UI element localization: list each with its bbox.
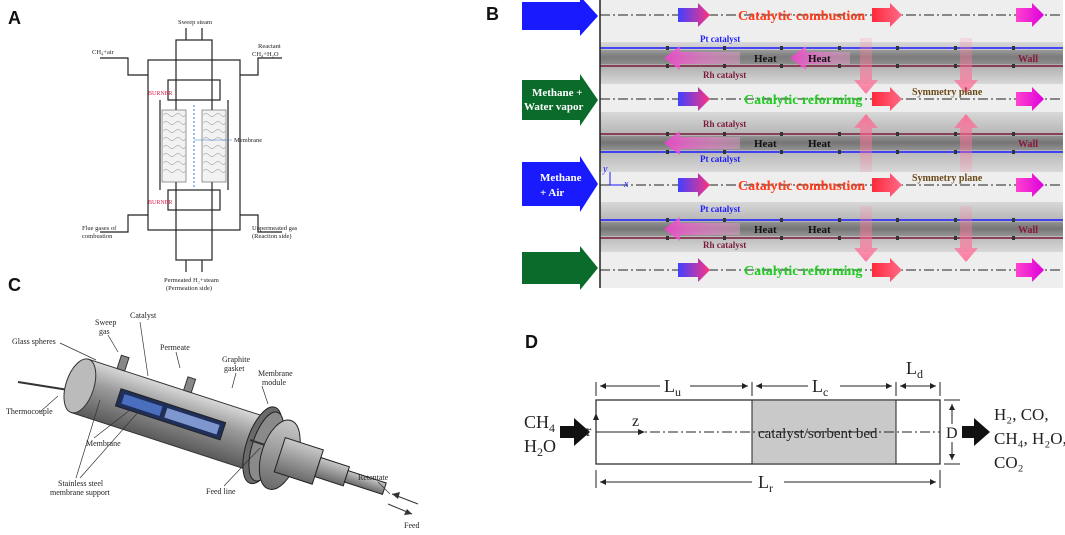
- b-catalytic-reforming-1: Catalytic reforming: [744, 93, 862, 108]
- c-sweep-2: gas: [99, 327, 110, 336]
- b-wall-2: Wall: [1018, 139, 1038, 150]
- c-feed-line: Feed line: [206, 487, 236, 496]
- panel-label-b: B: [486, 4, 499, 24]
- d-outlet-line1: H₂, CO,: [994, 405, 1049, 424]
- b-heat-5: Heat: [754, 224, 777, 236]
- d-lr-label: Lr: [758, 472, 773, 495]
- a-flue-label-2: combustion: [82, 233, 113, 240]
- b-catalytic-combustion-2: Catalytic combustion: [738, 179, 865, 194]
- d-diameter-label: D: [946, 425, 958, 442]
- a-permeated-label-1: Permeated H₂+steam: [164, 277, 219, 284]
- a-permeated-label-2: (Permeation side): [166, 285, 212, 292]
- c-stainless-2: membrane support: [50, 488, 111, 497]
- b-inlet-methane-water-1: Methane +: [532, 87, 583, 99]
- a-reactant-label: Reactant: [258, 43, 281, 50]
- panel-label-a: A: [8, 8, 21, 28]
- b-inlet-methane-air-2: + Air: [540, 187, 564, 199]
- a-reactant-formula: CH₄+H₂O: [252, 51, 279, 58]
- c-thermocouple: Thermocouple: [6, 407, 53, 416]
- b-catalytic-combustion-1: Catalytic combustion: [738, 9, 865, 24]
- c-graphite-2: gasket: [224, 364, 245, 373]
- b-inlet-arrow-1: [522, 0, 598, 36]
- c-catalyst: Catalyst: [130, 311, 157, 320]
- b-pt-catalyst-1: Pt catalyst: [700, 34, 740, 44]
- b-inlet-methane-air-1: Methane: [540, 172, 582, 184]
- b-symmetry-plane-2: Symmetry plane: [912, 173, 983, 184]
- b-inlet-arrow-4: [522, 246, 598, 290]
- d-inlet-h2o: H2O: [524, 436, 556, 459]
- b-rh-catalyst-1: Rh catalyst: [703, 70, 746, 80]
- c-membrane-module-2: module: [262, 378, 286, 387]
- d-inlet-ch4: CH4: [524, 412, 555, 435]
- a-unpermeated-label-1: Unpermeated gas: [252, 225, 298, 232]
- b-pt-catalyst-2: Pt catalyst: [700, 154, 740, 164]
- b-rh-catalyst-3: Rh catalyst: [703, 240, 746, 250]
- d-outlet-arrow: [962, 418, 990, 446]
- b-axis-x: x: [623, 179, 629, 190]
- c-glass-spheres: Glass spheres: [12, 337, 56, 346]
- c-retentate: Retentate: [358, 473, 389, 482]
- d-r-label: r: [586, 423, 592, 440]
- b-heat-1: Heat: [754, 53, 777, 65]
- a-burner-bottom-label: BURNER: [148, 200, 172, 206]
- d-outlet-line3: CO₂: [994, 453, 1024, 472]
- b-symmetry-plane-1: Symmetry plane: [912, 87, 983, 98]
- b-heat-2: Heat: [808, 53, 831, 65]
- b-heat-4: Heat: [808, 138, 831, 150]
- c-stainless-1: Stainless steel: [58, 479, 104, 488]
- panel-label-d: D: [525, 332, 538, 352]
- c-feed: Feed: [404, 521, 420, 530]
- d-lu-label: Lu: [664, 376, 681, 399]
- a-sweep-label: Sweep steam: [178, 19, 212, 26]
- b-wall-1: Wall: [1018, 54, 1038, 65]
- c-membrane: Membrane: [86, 439, 121, 448]
- c-graphite-1: Graphite: [222, 355, 250, 364]
- d-inlet-arrow: [560, 418, 590, 446]
- d-bed-label: catalyst/sorbent bed: [758, 426, 878, 442]
- b-inlet-arrow-methane-water: [522, 74, 598, 126]
- b-pt-catalyst-3: Pt catalyst: [700, 204, 740, 214]
- a-membrane-label: Membrane: [234, 137, 262, 144]
- b-heat-3: Heat: [754, 138, 777, 150]
- b-heat-6: Heat: [808, 224, 831, 236]
- a-burner-top-label: BURNER: [148, 91, 172, 97]
- c-permeate: Permeate: [160, 343, 190, 352]
- c-sweep-1: Sweep: [95, 318, 116, 327]
- a-flue-label-1: Flue gases of: [82, 225, 117, 232]
- b-inlet-methane-water-2: Water vapor: [524, 101, 583, 113]
- d-lc-label: Lc: [812, 376, 828, 399]
- c-membrane-module-1: Membrane: [258, 369, 293, 378]
- b-catalytic-reforming-2: Catalytic reforming: [744, 264, 862, 279]
- b-wall-3: Wall: [1018, 225, 1038, 236]
- d-z-label: z: [632, 413, 639, 430]
- a-ch4-air-label: CH₄+air: [92, 49, 115, 56]
- a-unpermeated-label-2: (Reaction side): [252, 233, 292, 240]
- panel-label-c: C: [8, 275, 21, 295]
- b-rh-catalyst-2: Rh catalyst: [703, 119, 746, 129]
- d-outlet-line2: CH₄, H₂O,: [994, 429, 1065, 448]
- b-axis-y: y: [602, 164, 608, 175]
- b-inlet-arrow-methane-air: [522, 156, 598, 212]
- d-ld-label: Ld: [906, 358, 923, 381]
